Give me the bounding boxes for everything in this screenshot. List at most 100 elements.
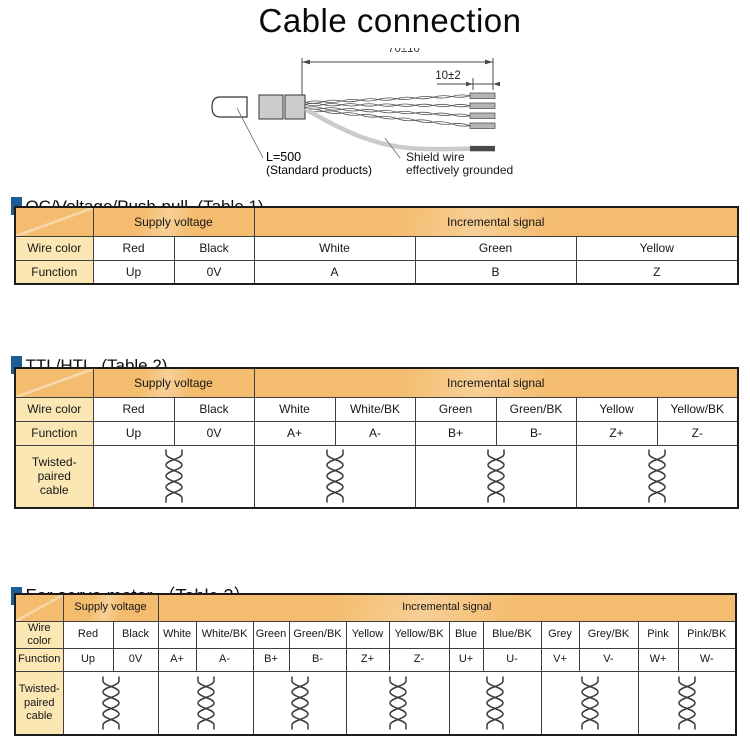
data-cell: 0V [173,259,255,285]
data-cell: Green [414,396,497,422]
data-cell: White [253,396,336,422]
data-cell: Green [252,620,290,649]
row-label-cell: Twisted-paired cable [14,444,94,509]
twisted-pair-icon [486,676,504,730]
leader-line-length [236,107,264,159]
twisted-pair-cell [92,444,255,509]
wire-tips [469,92,496,129]
data-cell: Yellow [575,235,739,261]
dimension-70-arrows [302,59,493,65]
data-cell: B+ [252,647,290,672]
shield-wire [304,107,473,152]
row-label-cell: Wire color [14,620,64,649]
twisted-pair-icon [388,676,407,730]
cable-length-sublabel: (Standard products) [266,163,373,177]
data-cell: A- [334,420,416,446]
header-group-cell: Supply voltage [92,206,255,237]
data-cell: White [157,620,197,649]
twisted-pair-cell [345,670,450,736]
data-cell: W- [677,647,737,672]
table-row-twist: Twisted-paired cable [14,444,739,509]
data-cell: Yellow/BK [656,396,739,422]
data-cell: U+ [448,647,484,672]
row-label-cell: Function [14,420,94,446]
twisted-pair-icon [196,676,215,730]
data-cell: Green/BK [495,396,577,422]
data-cell: B [414,259,577,285]
data-cell: B- [495,420,577,446]
twisted-pair-icon [164,449,183,503]
data-cell: B+ [414,420,497,446]
data-cell: U- [482,647,542,672]
data-cell: White/BK [334,396,416,422]
data-cell: Yellow [345,620,390,649]
data-cell: Pink [637,620,679,649]
data-cell: V- [578,647,639,672]
data-cell: V+ [540,647,580,672]
data-cell: Grey/BK [578,620,639,649]
twisted-pair-icon [325,449,344,503]
header-group-cell: Incremental signal [253,206,739,237]
cable-sleeve [258,94,284,120]
cable-sleeve [284,94,306,120]
section-bullet-icon [11,356,23,374]
data-cell: Up [92,259,175,285]
shield-wire-label-line2: effectively grounded [406,163,514,177]
dimension-top-label: 70±10 [388,48,420,55]
data-cell: White [253,235,416,261]
data-cell: Pink/BK [677,620,737,649]
twisted-pair-icon [101,676,120,730]
twisted-pair-icon [677,676,696,730]
cable-diagram [170,42,550,192]
data-cell: A+ [157,647,197,672]
data-cell: Red [62,620,114,649]
row-label-cell: Function [14,259,94,285]
header-group-cell: Incremental signal [253,367,739,398]
dimension-70-lines [301,58,494,98]
data-cell: Black [173,235,255,261]
row-label-cell: Wire color [14,396,94,422]
table-row-twist: Twisted- paired cable [14,670,737,736]
data-cell: A- [195,647,254,672]
data-cell: Green [414,235,577,261]
header-group-cell: Supply voltage [92,367,255,398]
data-cell: Up [92,420,175,446]
twisted-pair-icon [486,449,505,503]
data-cell: A+ [253,420,336,446]
row-label-cell: Twisted- paired cable [14,670,64,736]
header-group-cell: Incremental signal [157,593,737,622]
twisted-pair-icon [580,676,599,730]
page-title: Cable connection [258,2,522,39]
braided-wires [304,94,471,127]
leader-line-shield [384,137,401,159]
data-cell: White/BK [195,620,254,649]
corner-cell [14,593,64,622]
twisted-pair-cell [448,670,542,736]
data-cell: Black [112,620,159,649]
data-cell: Blue/BK [482,620,542,649]
cable-jacket [211,96,248,118]
data-cell: Red [92,396,175,422]
data-cell: Red [92,235,175,261]
data-cell: Z [575,259,739,285]
twisted-pair-cell [252,670,347,736]
twisted-pair-cell [253,444,416,509]
corner-cell [14,206,94,237]
data-cell: Yellow [575,396,658,422]
data-cell: 0V [112,647,159,672]
twisted-pair-icon [290,676,309,730]
header-group-cell: Supply voltage [62,593,159,622]
